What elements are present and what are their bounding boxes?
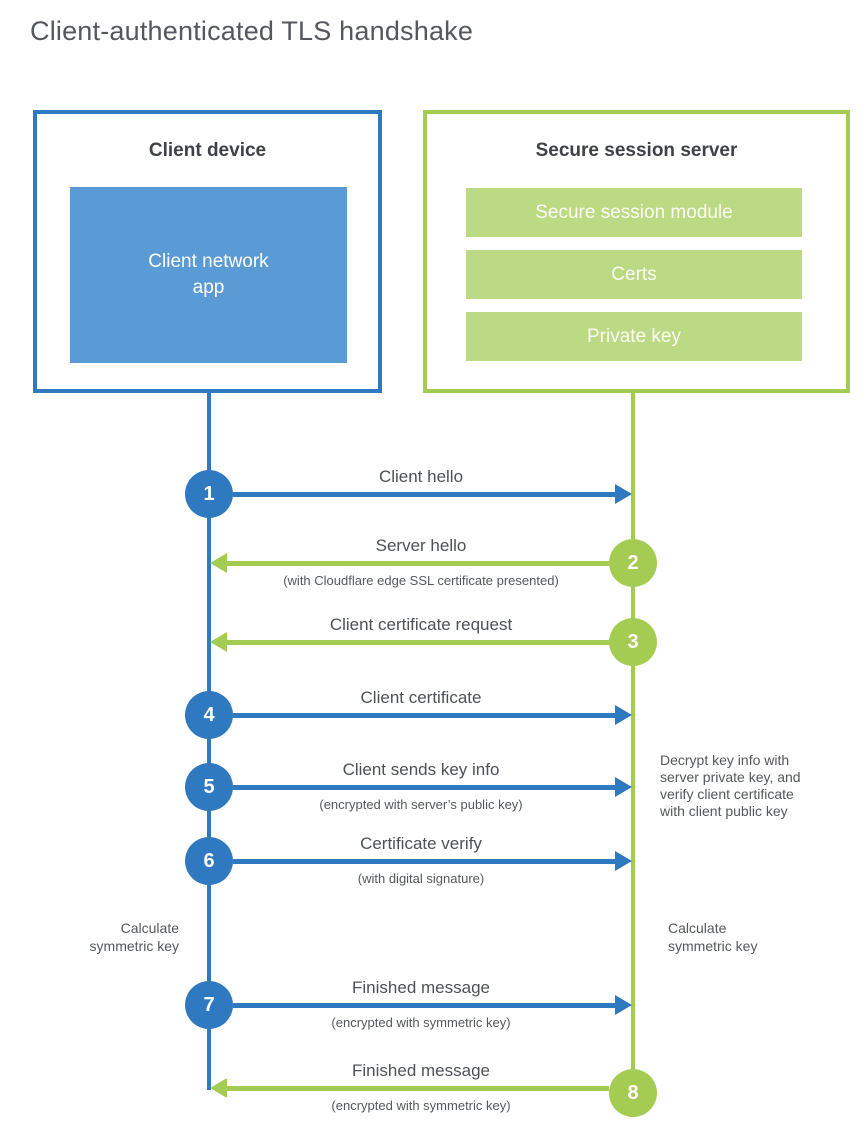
step-2-badge: 2 [609, 539, 657, 587]
step-6-arrow [233, 859, 615, 864]
step-3-badge: 3 [609, 618, 657, 666]
step-5-sublabel: (encrypted with server’s public key) [319, 797, 523, 812]
server-lifeline [631, 393, 635, 1093]
client-network-app-box: Client network app [70, 187, 347, 363]
step-5-label: Client sends key info [342, 760, 500, 779]
client-device-title: Client device [148, 140, 267, 161]
secure-session-server-title: Secure session server [535, 140, 738, 161]
step-6-arrowhead-icon [615, 851, 632, 871]
page-title: Client-authenticated TLS handshake [30, 16, 474, 46]
step-7-sublabel: (encrypted with symmetric key) [331, 1015, 511, 1030]
calculate-symmetric-key-right: Calculate symmetric key [668, 920, 758, 954]
step-2-arrowhead-icon [210, 553, 227, 573]
step-2-label: Server hello [375, 536, 467, 555]
step-3-arrow [227, 640, 609, 645]
step-4-arrow [233, 713, 615, 718]
step-8-label: Finished message [352, 1061, 490, 1080]
step-4-arrowhead-icon [615, 705, 632, 725]
step-4-label: Client certificate [360, 688, 482, 707]
step-1-label: Client hello [378, 467, 464, 486]
step-2-sublabel: (with Cloudflare edge SSL certificate pr… [283, 573, 559, 588]
calculate-symmetric-key-left: Calculate symmetric key [89, 920, 179, 954]
server-module-secure-session-module: Secure session module [466, 188, 802, 237]
step-5-arrow [233, 785, 615, 790]
step-7-arrow [233, 1003, 615, 1008]
step-1-arrowhead-icon [615, 484, 632, 504]
step-3-arrowhead-icon [210, 632, 227, 652]
step-8-arrow [227, 1086, 609, 1091]
step-8-arrowhead-icon [210, 1078, 227, 1098]
step-1-badge: 1 [185, 470, 233, 518]
step-4-badge: 4 [185, 691, 233, 739]
step-7-label: Finished message [352, 978, 490, 997]
step-7-badge: 7 [185, 981, 233, 1029]
step-6-sublabel: (with digital signature) [357, 871, 485, 886]
step-8-badge: 8 [609, 1069, 657, 1117]
server-module-certs: Certs [466, 250, 802, 299]
step-6-label: Certificate verify [360, 834, 482, 853]
step-2-arrow [227, 561, 609, 566]
step-3-label: Client certificate request [329, 615, 513, 634]
step-6-badge: 6 [185, 837, 233, 885]
step-8-sublabel: (encrypted with symmetric key) [331, 1098, 511, 1113]
client-lifeline [207, 393, 211, 1090]
decrypt-key-note: Decrypt key info with server private key… [660, 752, 801, 819]
server-module-private-key: Private key [466, 312, 802, 361]
step-7-arrowhead-icon [615, 995, 632, 1015]
step-1-arrow [233, 492, 615, 497]
step-5-arrowhead-icon [615, 777, 632, 797]
step-5-badge: 5 [185, 763, 233, 811]
